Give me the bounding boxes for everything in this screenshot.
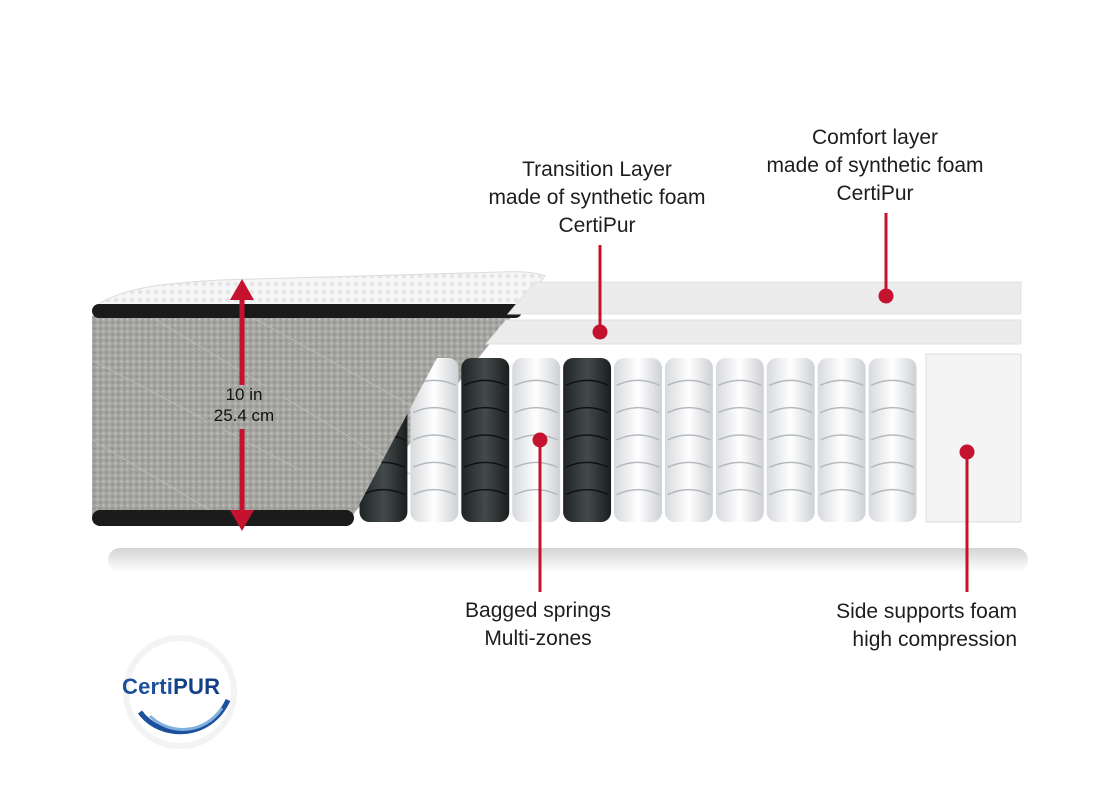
spring-seam [819, 406, 864, 414]
side-support-leader [959, 444, 975, 592]
spring-seam [463, 379, 508, 387]
transition-label-line-3: CertiPur [558, 214, 636, 237]
side-label-line-1: Side supports foam [836, 600, 1017, 623]
springs-label-line-1: Bagged springs [465, 599, 611, 622]
spring-seam [667, 461, 711, 469]
comfort-label-line-2: made of synthetic foam [766, 154, 984, 177]
height-inches: 10 in [225, 385, 263, 404]
spring-seam [768, 434, 813, 441]
spring-seam [514, 461, 558, 469]
spring-seam [819, 461, 864, 469]
transition-leader [592, 245, 608, 340]
spring-seam [870, 434, 915, 441]
spring-seam [616, 434, 660, 441]
side-supports-label: Side supports foam high compression [770, 598, 1017, 654]
spring-seam [412, 461, 457, 469]
spring-seam [412, 488, 457, 496]
spring-seam [718, 379, 762, 387]
comfort-layer-label: Comfort layer made of synthetic foam Cer… [740, 124, 1010, 208]
spring-seam [718, 406, 762, 414]
mattress-shadow [108, 548, 1028, 572]
bagged-springs [359, 358, 917, 522]
spring-seam [463, 434, 508, 441]
spring-pocket [817, 358, 866, 522]
spring-seam [412, 406, 457, 414]
spring-pocket [563, 358, 612, 522]
top-edge-band [92, 304, 522, 318]
spring-seam [667, 406, 711, 414]
certipur-logo [123, 635, 237, 749]
spring-seam [565, 488, 609, 496]
spring-seam [667, 434, 711, 441]
spring-seam [718, 461, 762, 469]
spring-seam [870, 379, 915, 387]
spring-seam [361, 488, 406, 496]
transition-layer [484, 319, 1022, 345]
comfort-label-line-1: Comfort layer [811, 126, 939, 149]
spring-pocket [664, 358, 713, 522]
spring-seam [768, 406, 813, 414]
side-fabric [92, 316, 512, 516]
spring-seam [870, 461, 915, 469]
bagged-springs-label: Bagged springs Multi-zones [420, 597, 656, 653]
spring-pocket [614, 358, 662, 522]
spring-seam [463, 488, 508, 496]
spring-seam [870, 406, 915, 414]
bottom-edge-band [92, 510, 354, 526]
spring-seam [718, 434, 762, 441]
transition-label-line-1: Transition Layer [522, 158, 672, 181]
spring-seam [819, 434, 864, 441]
certipur-logo-text: CertiPUR [122, 674, 220, 700]
side-support-foam [925, 353, 1022, 523]
height-label: 10 in 25.4 cm [196, 384, 292, 426]
comfort-label-line-3: CertiPur [836, 182, 914, 205]
spring-seam [667, 488, 711, 496]
spring-seam [514, 488, 558, 496]
side-label-line-2: high compression [852, 628, 1017, 651]
spring-seam [514, 379, 558, 387]
spring-seam [514, 406, 558, 414]
spring-seam [565, 434, 609, 441]
spring-seam [463, 461, 508, 469]
transition-label-line-2: made of synthetic foam [488, 186, 706, 209]
spring-seam [463, 406, 508, 414]
logo-text-pur: PUR [173, 674, 221, 699]
spring-seam [565, 379, 609, 387]
transition-layer-label: Transition Layer made of synthetic foam … [462, 156, 732, 240]
spring-seam [565, 461, 609, 469]
comfort-leader [878, 213, 894, 304]
spring-seam [768, 379, 813, 387]
comfort-layer [506, 281, 1022, 315]
spring-seam [412, 434, 457, 441]
springs-label-line-2: Multi-zones [484, 627, 592, 650]
spring-pocket [410, 358, 459, 522]
quilted-top [99, 271, 546, 307]
spring-seam [819, 488, 864, 496]
spring-seam [768, 488, 813, 496]
spring-pocket [461, 358, 510, 522]
spring-seam [768, 461, 813, 469]
spring-pocket [766, 358, 815, 522]
spring-seam [819, 379, 864, 387]
spring-seam [667, 379, 711, 387]
springs-leader [532, 432, 548, 592]
spring-pocket [715, 358, 764, 522]
quilt-stitch-lines [91, 315, 456, 517]
spring-seam [718, 488, 762, 496]
height-centimeters: 25.4 cm [213, 406, 275, 425]
spring-seam [616, 379, 660, 387]
spring-seam [616, 461, 660, 469]
spring-seam [616, 488, 660, 496]
spring-seam [870, 488, 915, 496]
spring-seam [565, 406, 609, 414]
spring-seam [616, 406, 660, 414]
logo-text-certi: Certi [122, 674, 174, 699]
spring-pocket [868, 358, 917, 522]
height-label-backdrop [204, 385, 284, 429]
